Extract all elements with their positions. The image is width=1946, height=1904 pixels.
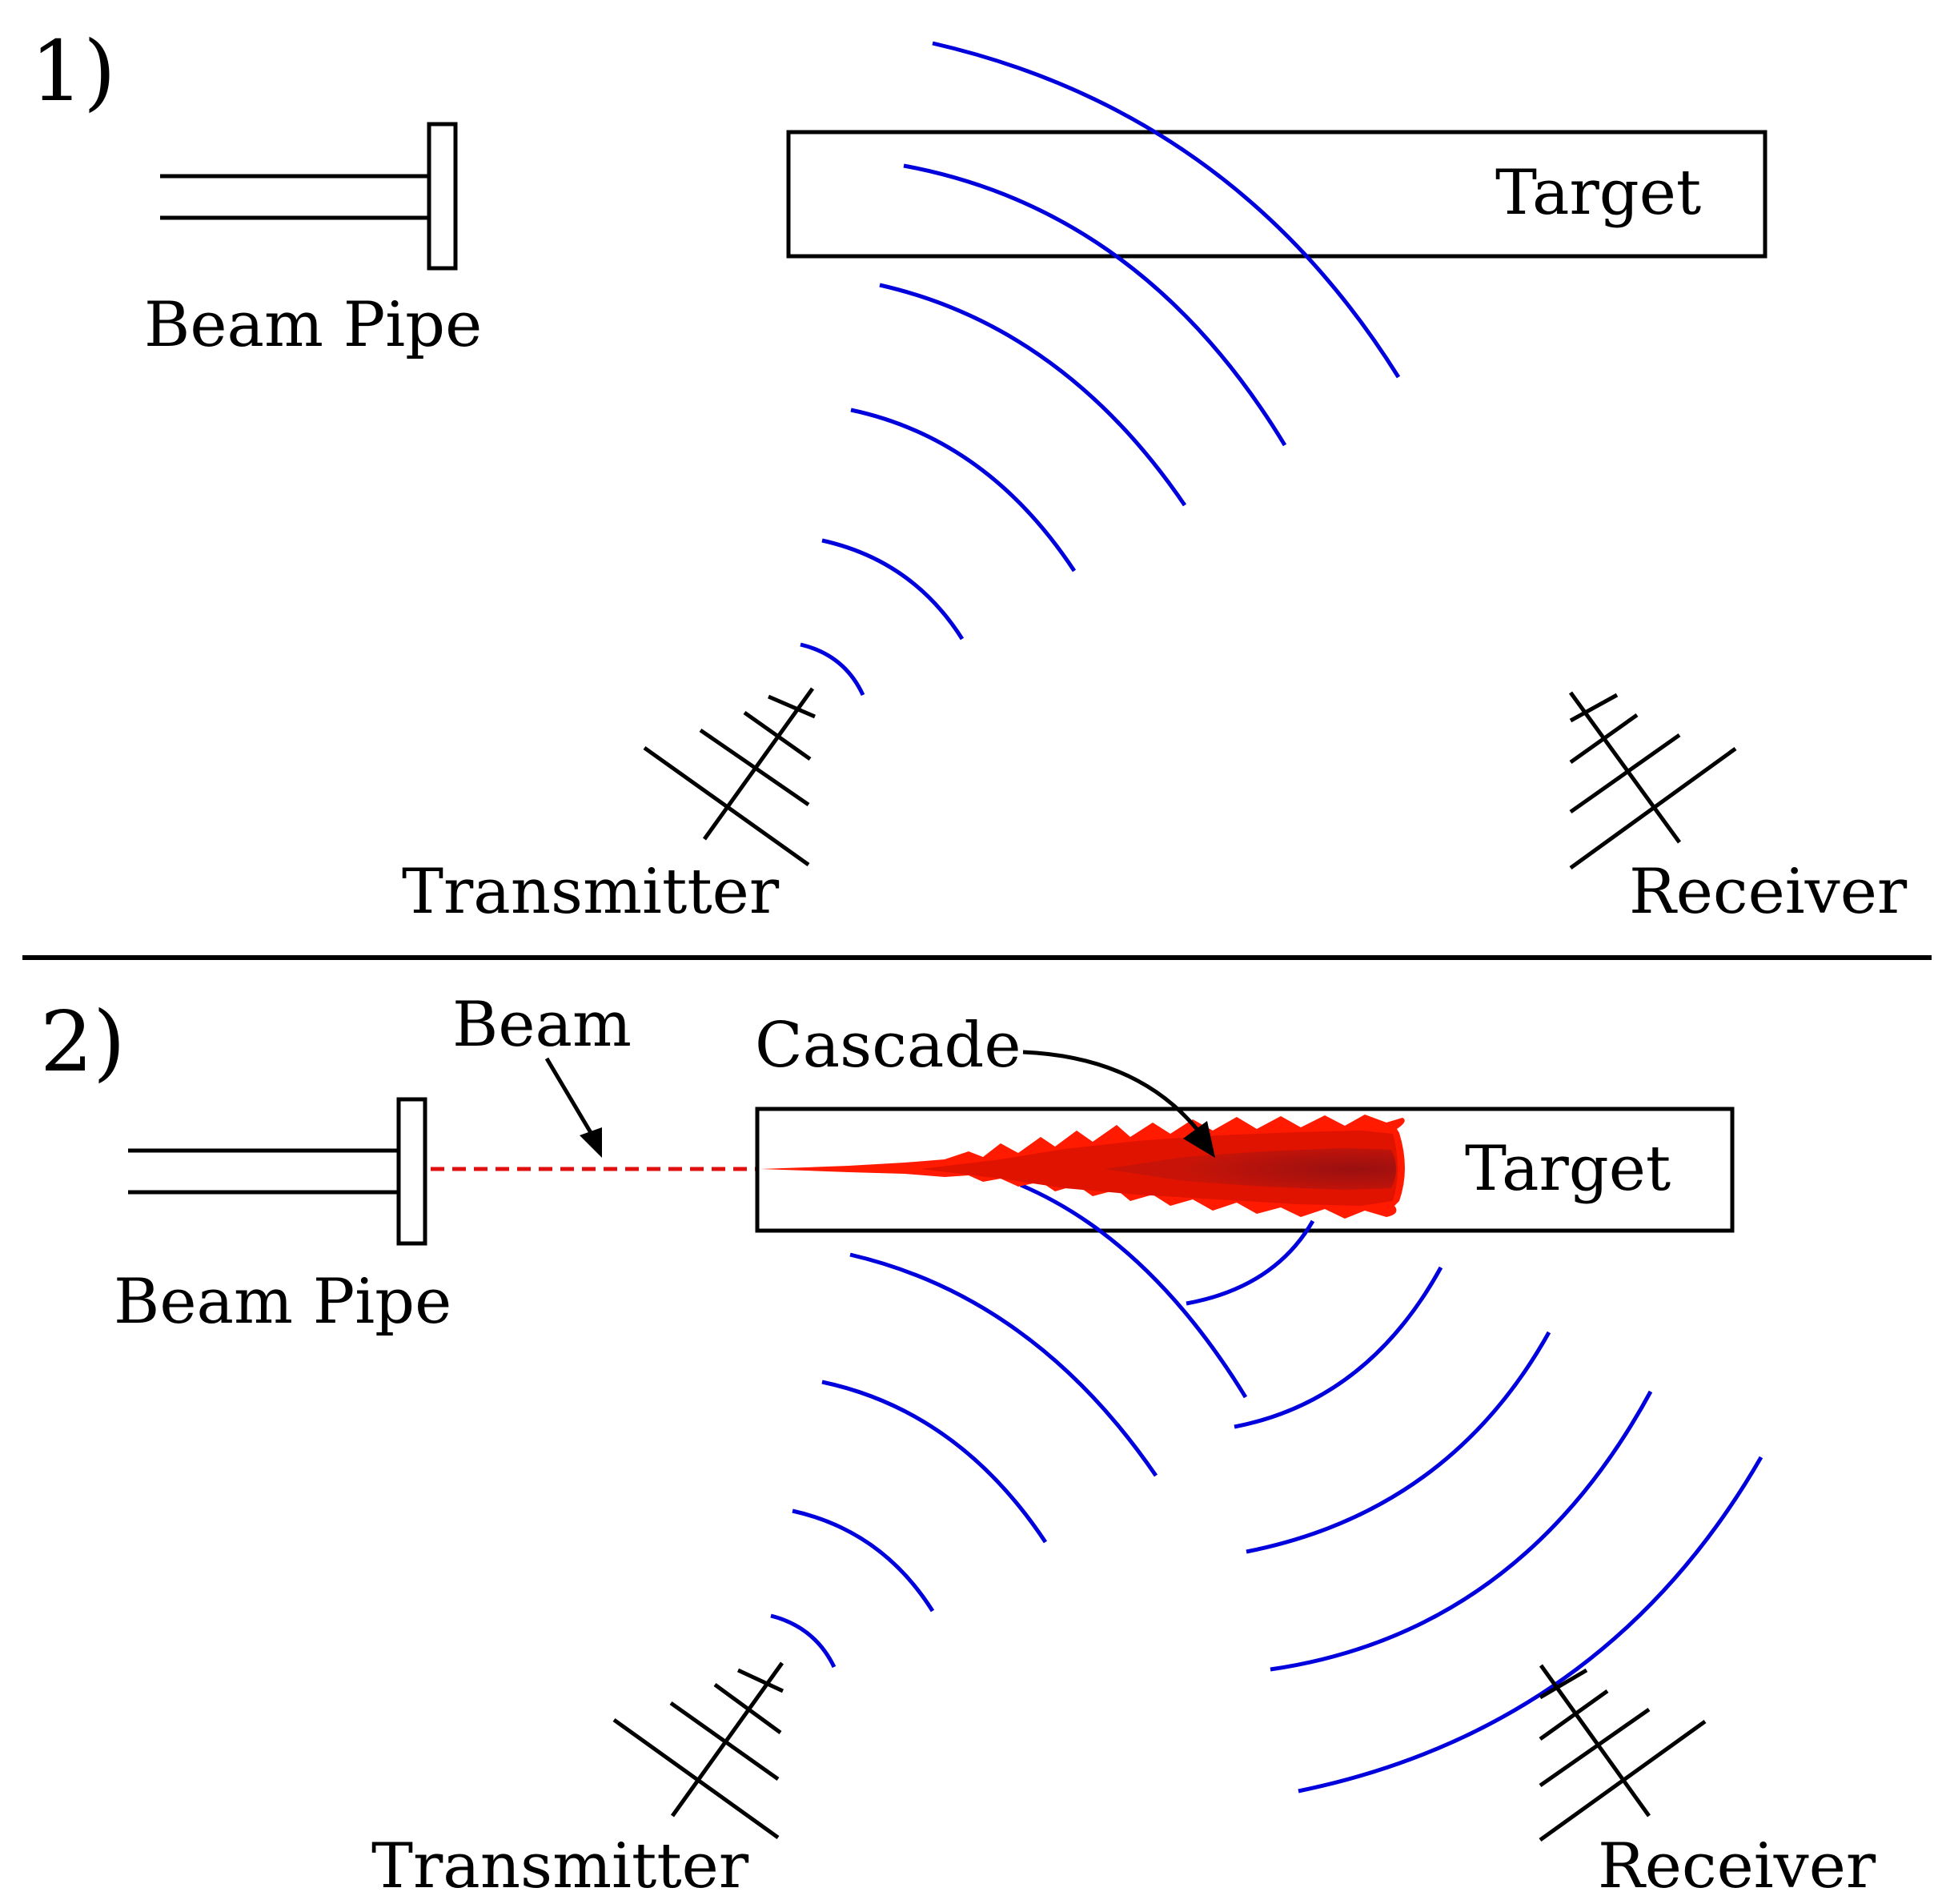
reflected-wave-2 — [1234, 1266, 1443, 1429]
receiver-antenna-2 — [1539, 1664, 1707, 1842]
wave-2-3 — [821, 1380, 1048, 1544]
panel-1: 1) Beam Pipe Target Transmitter — [30, 22, 1908, 928]
reflected-wave-4 — [1270, 1390, 1653, 1672]
wave-2-4 — [849, 1252, 1158, 1477]
reflected-waves — [1186, 1219, 1763, 1794]
beam-pipe-1 — [160, 122, 458, 271]
panel-2: 2) Beam Pipe Beam Target — [40, 989, 1876, 1902]
receiver-antenna-1 — [1568, 691, 1737, 870]
transmitter-1-label: Transmitter — [402, 856, 780, 928]
cascade-arrow — [1022, 1050, 1215, 1158]
reflected-wave-1 — [1186, 1219, 1315, 1306]
cascade-label: Cascade — [755, 1010, 1021, 1082]
wave-1-1 — [800, 642, 865, 697]
panel-1-number: 1) — [30, 22, 116, 120]
cascade-shower — [760, 1115, 1405, 1219]
transmitted-waves-2 — [770, 1183, 1248, 1669]
wave-1-4 — [879, 283, 1187, 507]
wave-1-3 — [850, 408, 1077, 572]
wave-2-1 — [770, 1613, 837, 1669]
beam-label: Beam — [452, 989, 632, 1061]
wave-2-5 — [1020, 1183, 1248, 1399]
wave-1-2 — [821, 538, 965, 641]
reflected-wave-5 — [1298, 1456, 1763, 1794]
transmitted-waves-1 — [800, 41, 1401, 697]
target-box-2 — [755, 1107, 1735, 1233]
beam-pipe-2 — [128, 1097, 427, 1246]
panel-2-number: 2) — [40, 993, 126, 1091]
wave-2-2 — [792, 1508, 935, 1613]
reflected-wave-3 — [1246, 1331, 1551, 1554]
target-2-label: Target — [1465, 1133, 1671, 1205]
beam-pipe-2-label: Beam Pipe — [114, 1266, 451, 1338]
transmitter-antenna-2 — [612, 1661, 784, 1840]
target-1-label: Target — [1495, 157, 1701, 229]
receiver-1-label: Receiver — [1629, 856, 1908, 928]
beam-pipe-1-label: Beam Pipe — [144, 289, 482, 361]
transmitter-2-label: Transmitter — [371, 1830, 749, 1902]
beam-arrow — [544, 1057, 602, 1158]
receiver-2-label: Receiver — [1598, 1830, 1876, 1902]
target-box-1 — [786, 130, 1767, 259]
wave-1-5 — [903, 163, 1287, 447]
wave-1-6 — [932, 41, 1401, 379]
transmitter-antenna-1 — [643, 687, 816, 867]
